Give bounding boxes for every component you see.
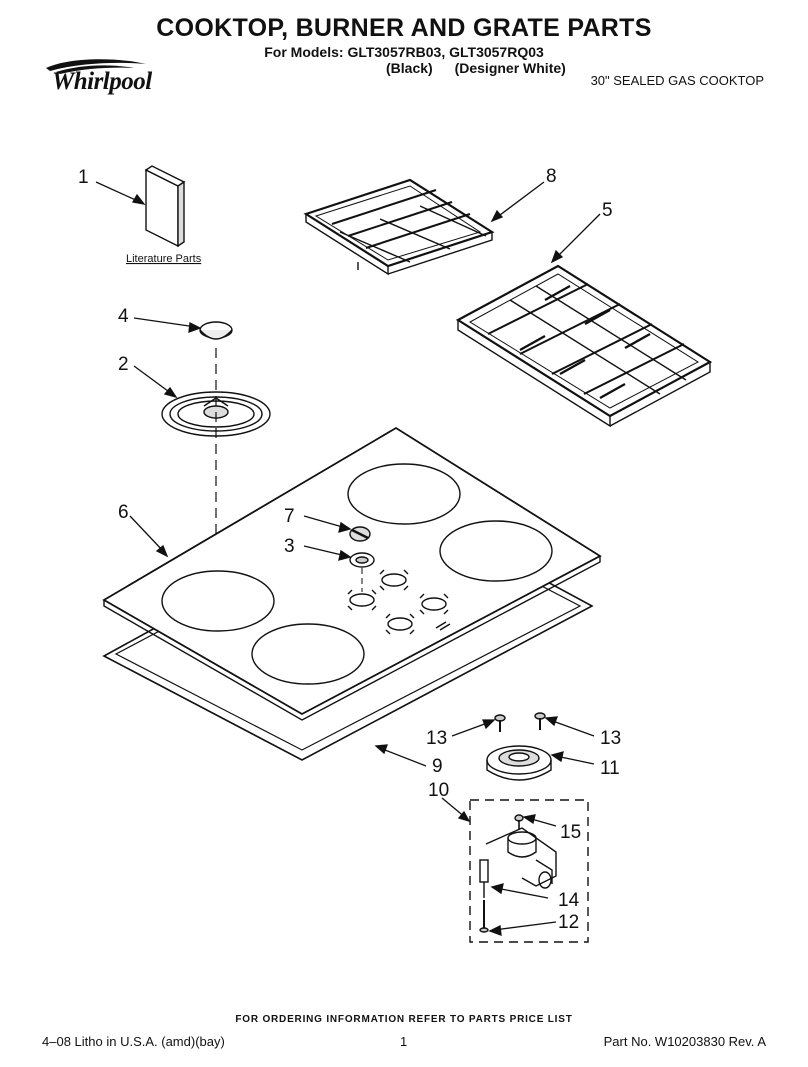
whirlpool-logo-swoosh-icon: [46, 59, 146, 74]
spark-knob-insert: [349, 526, 371, 542]
burner-base: [486, 745, 552, 781]
callout-11: 11: [600, 758, 620, 779]
callout-2: 2: [118, 354, 129, 375]
page-number: 1: [400, 1034, 408, 1049]
callout-3: 3: [284, 536, 295, 557]
page-title: COOKTOP, BURNER AND GRATE PARTS: [156, 14, 652, 42]
cooktop-panel: [102, 426, 602, 721]
mounting-screw-right: [534, 712, 546, 730]
callout-6: 6: [118, 502, 129, 523]
callout-9: 9: [432, 756, 443, 777]
callout-5: 5: [602, 200, 613, 221]
mounting-screw-left: [494, 714, 506, 732]
callout-7: 7: [284, 506, 295, 527]
variant-white: (Designer White): [454, 60, 566, 76]
literature-parts-label: Literature Parts: [126, 253, 202, 265]
callout-14: 14: [558, 890, 580, 911]
ordering-note: FOR ORDERING INFORMATION REFER TO PARTS …: [235, 1014, 573, 1025]
callout-13-left: 13: [426, 728, 447, 749]
variant-black: (Black): [386, 60, 433, 76]
valve-bezel: [349, 552, 375, 568]
valve-openings: [347, 569, 451, 635]
product-type: 30" SEALED GAS COOKTOP: [590, 73, 764, 88]
valve-assembly-box: [469, 799, 589, 943]
model-variants: (Black) (Designer White): [386, 60, 584, 76]
literature-parts-booklet: [144, 165, 186, 248]
callout-13-right: 13: [600, 728, 621, 749]
models-line: For Models: GLT3057RB03, GLT3057RQ03: [264, 44, 544, 60]
large-grate: [455, 264, 713, 428]
callout-15: 15: [560, 822, 581, 843]
callout-4: 4: [118, 306, 129, 327]
callout-1: 1: [78, 167, 89, 188]
burner-cap: [199, 321, 233, 340]
callout-12: 12: [558, 912, 579, 933]
small-grate: [303, 178, 495, 276]
callout-10: 10: [428, 780, 449, 801]
leader-arrows: [95, 181, 601, 936]
litho-info: 4–08 Litho in U.S.A. (amd)(bay): [42, 1034, 225, 1049]
brand-logo: Whirlpool: [52, 68, 152, 95]
part-number: Part No. W10203830 Rev. A: [603, 1034, 766, 1049]
gas-valve-orifice-assembly: [479, 814, 557, 933]
callout-8: 8: [546, 166, 557, 187]
